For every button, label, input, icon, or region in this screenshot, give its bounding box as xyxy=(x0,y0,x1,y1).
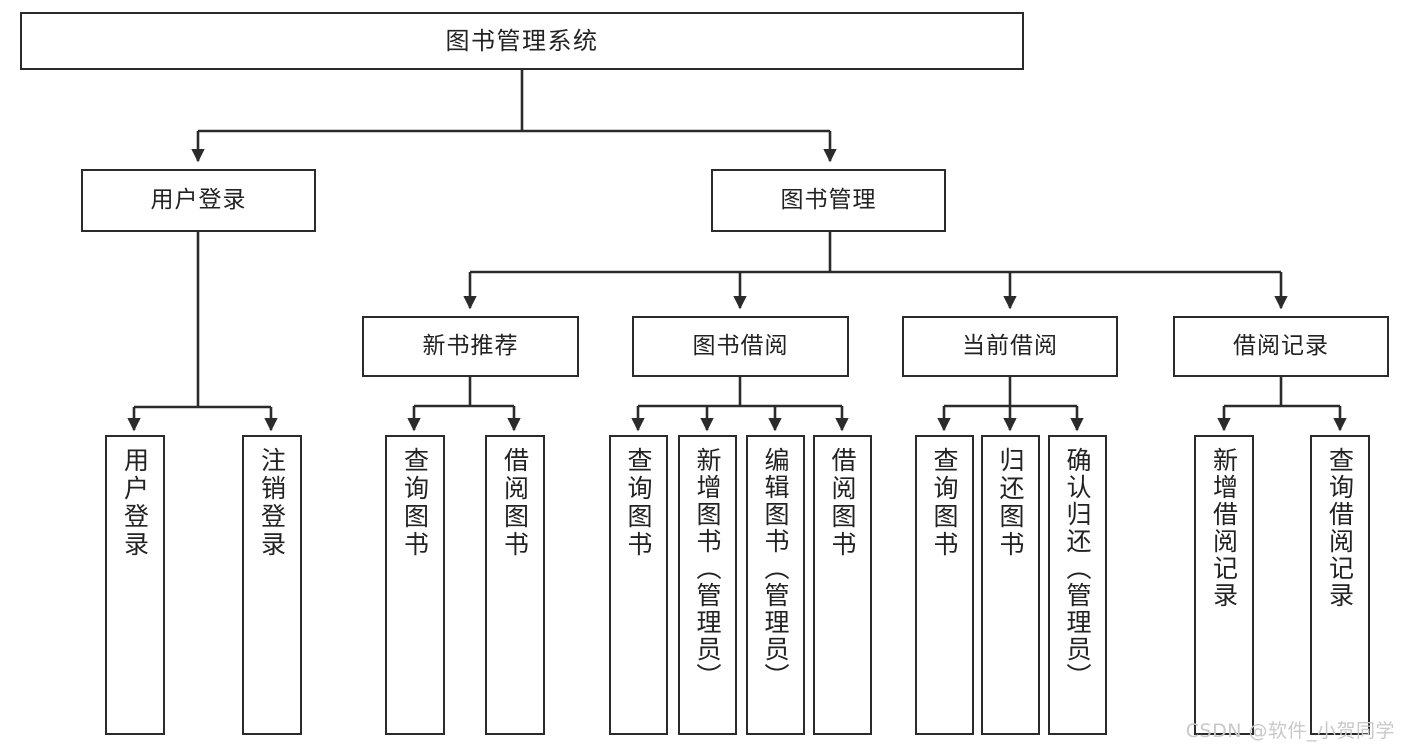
leaf-return-book[interactable]: 归还图书 xyxy=(981,435,1040,735)
leaf-query-book-recommend[interactable]: 查询图书 xyxy=(385,435,445,735)
node-label: 图书管理 xyxy=(780,186,877,213)
node-label: 新书推荐 xyxy=(422,332,519,359)
node-label: 新增图书（管理员） xyxy=(693,447,722,690)
node-label: 用户登录 xyxy=(120,447,150,559)
leaf-borrow-book-recommend[interactable]: 借阅图书 xyxy=(485,435,545,735)
leaf-add-borrow-record[interactable]: 新增借阅记录 xyxy=(1194,435,1254,735)
leaf-add-book-admin[interactable]: 新增图书（管理员） xyxy=(678,435,737,735)
node-label: 借阅图书 xyxy=(500,447,530,559)
leaf-query-borrow-record[interactable]: 查询借阅记录 xyxy=(1310,435,1370,735)
node-root-system[interactable]: 图书管理系统 xyxy=(20,12,1024,70)
node-label: 归还图书 xyxy=(996,447,1025,559)
node-label: 图书管理系统 xyxy=(445,26,599,55)
leaf-confirm-return-admin[interactable]: 确认归还（管理员） xyxy=(1048,435,1107,735)
node-current-borrow[interactable]: 当前借阅 xyxy=(902,316,1118,377)
leaf-edit-book-admin[interactable]: 编辑图书（管理员） xyxy=(746,435,805,735)
node-book-manage[interactable]: 图书管理 xyxy=(711,169,946,232)
node-label: 用户登录 xyxy=(150,186,247,213)
leaf-query-book-borrow[interactable]: 查询图书 xyxy=(609,435,668,735)
node-label: 编辑图书（管理员） xyxy=(761,447,790,690)
node-label: 新增借阅记录 xyxy=(1209,447,1239,609)
node-label: 查询图书 xyxy=(930,447,959,559)
leaf-borrow-book-borrow[interactable]: 借阅图书 xyxy=(813,435,872,735)
node-label: 当前借阅 xyxy=(962,332,1058,359)
node-borrow-record[interactable]: 借阅记录 xyxy=(1173,316,1389,377)
node-label: 借阅图书 xyxy=(828,447,857,559)
watermark-text: CSDN @软件_小贺同学 xyxy=(1185,720,1395,742)
leaf-user-login[interactable]: 用户登录 xyxy=(105,435,165,735)
node-label: 借阅记录 xyxy=(1233,332,1329,359)
node-label: 图书借阅 xyxy=(692,332,789,359)
node-user-login[interactable]: 用户登录 xyxy=(81,169,316,232)
node-label: 查询借阅记录 xyxy=(1325,447,1355,609)
node-new-book-recommend[interactable]: 新书推荐 xyxy=(362,316,579,377)
node-book-borrow[interactable]: 图书借阅 xyxy=(632,316,849,377)
node-label: 查询图书 xyxy=(624,447,653,559)
node-label: 注销登录 xyxy=(257,447,287,559)
leaf-logout-login[interactable]: 注销登录 xyxy=(242,435,302,735)
leaf-query-book-current[interactable]: 查询图书 xyxy=(915,435,974,735)
node-label: 查询图书 xyxy=(400,447,430,559)
node-label: 确认归还（管理员） xyxy=(1063,447,1092,690)
